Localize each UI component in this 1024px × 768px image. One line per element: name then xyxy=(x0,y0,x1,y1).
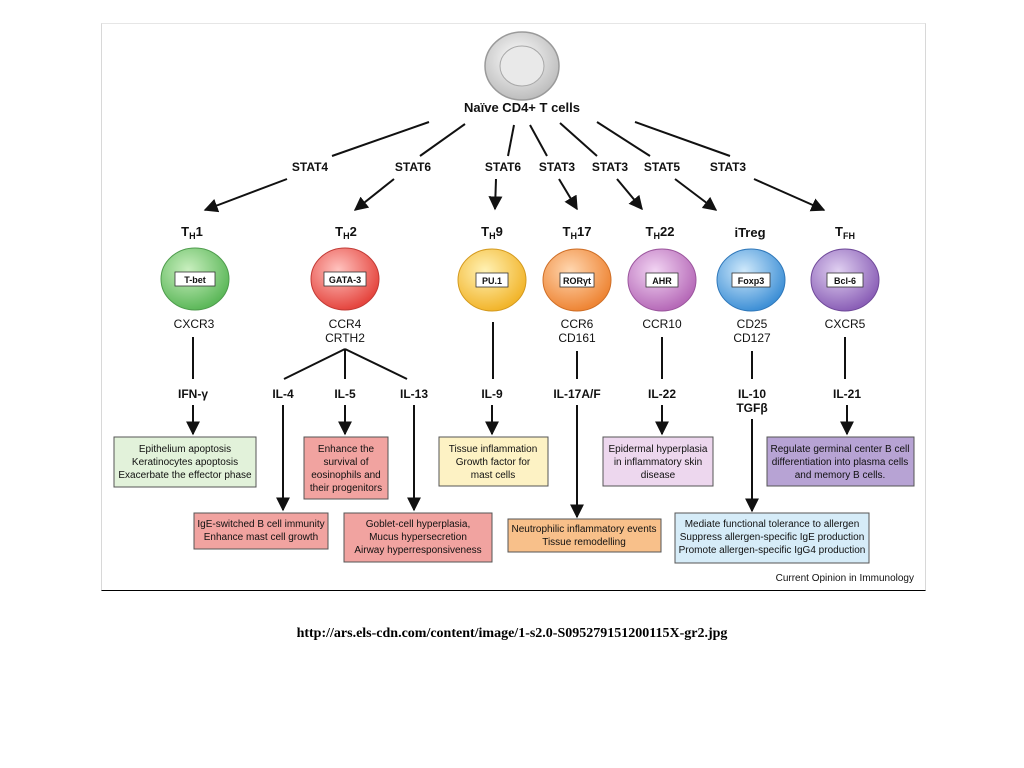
tf-tfh: Bcl-6 xyxy=(834,276,856,286)
journal-credit: Current Opinion in Immunology xyxy=(776,573,914,584)
marker-itreg-2: CD127 xyxy=(733,331,771,345)
effect-box-il4: IgE-switched B cell immunity Enhance mas… xyxy=(193,512,329,550)
cell-names: TH1 TH2 TH9 TH17 TH22 iTreg TFH xyxy=(181,224,855,241)
effect-line: Enhance mast cell growth xyxy=(204,532,319,543)
effect-line: Epidermal hyperplasia xyxy=(609,444,708,455)
effect-line: differentiation into plasma cells xyxy=(772,457,909,468)
effect-line: Mediate functional tolerance to allergen xyxy=(685,519,860,530)
stat-label-th2: STAT6 xyxy=(395,160,432,174)
marker-itreg-1: CD25 xyxy=(737,317,768,331)
effect-line: Promote allergen-specific IgG4 productio… xyxy=(679,545,866,556)
effect-box-th1: Epithelium apoptosis Keratinocytes apopt… xyxy=(113,436,257,488)
effect-line: Tissue remodelling xyxy=(542,537,626,548)
effect-box-il13: Goblet-cell hyperplasia, Mucus hypersecr… xyxy=(343,512,493,563)
effect-box-il5: Enhance the survival of eosinophils and … xyxy=(303,436,389,500)
effect-line: survival of xyxy=(323,457,368,468)
effect-line: in inflammatory skin xyxy=(614,457,702,468)
cell-th22: AHR xyxy=(627,248,697,312)
tf-itreg: Foxp3 xyxy=(738,276,765,286)
cell-name-th17: TH17 xyxy=(563,224,592,241)
stat-label-th22: STAT3 xyxy=(592,160,629,174)
cell-name-th9: TH9 xyxy=(481,224,503,241)
naive-cell-label: Naïve CD4+ T cells xyxy=(464,100,580,115)
effect-line: Regulate germinal center B cell xyxy=(771,444,910,455)
cell-name-tfh: TFH xyxy=(835,224,855,241)
marker-th2-1: CCR4 xyxy=(329,317,362,331)
figure-panel: Naïve CD4+ T cells STAT4 STAT6 STAT6 STA… xyxy=(101,23,926,591)
stat-label-th17: STAT3 xyxy=(539,160,576,174)
marker-th1: CXCR3 xyxy=(174,317,215,331)
effect-line: disease xyxy=(641,470,676,481)
effect-box-th9: Tissue inflammation Growth factor for ma… xyxy=(438,436,549,487)
cytokine-il5: IL-5 xyxy=(334,387,356,401)
naive-cell xyxy=(484,31,560,101)
cell-th17: RORγt xyxy=(542,248,612,312)
marker-th17-2: CD161 xyxy=(558,331,596,345)
cell-tfh: Bcl-6 xyxy=(810,248,880,312)
effect-box-th22: Epidermal hyperplasia in inflammatory sk… xyxy=(602,436,714,487)
cell-th1: T-bet xyxy=(160,247,230,311)
cytokine-labels: IFN-γ IL-4 IL-5 IL-13 IL-9 IL-17A/F IL-2… xyxy=(178,387,861,415)
tf-th9: PU.1 xyxy=(482,276,502,286)
stat-label-itreg: STAT5 xyxy=(644,160,681,174)
marker-th2-2: CRTH2 xyxy=(325,331,365,345)
effect-line: Airway hyperresponsiveness xyxy=(354,545,481,556)
effect-line: IgE-switched B cell immunity xyxy=(197,519,324,530)
cytokine-connectors xyxy=(192,322,846,380)
surface-markers: CXCR3 CCR4 CRTH2 CCR6 CD161 CCR10 CD25 C… xyxy=(174,317,866,345)
cytokine-il21: IL-21 xyxy=(833,387,861,401)
cytokine-il22: IL-22 xyxy=(648,387,676,401)
cytokine-il10: IL-10 xyxy=(738,387,766,401)
effect-line: Enhance the xyxy=(318,444,375,455)
cell-name-th1: TH1 xyxy=(181,224,203,241)
effect-line: Goblet-cell hyperplasia, xyxy=(366,519,471,530)
cytokine-il9: IL-9 xyxy=(481,387,503,401)
effect-box-th17: Neutrophilic inflammatory events Tissue … xyxy=(507,518,662,553)
effect-line: Tissue inflammation xyxy=(449,444,538,455)
cytokine-il17: IL-17A/F xyxy=(553,387,600,401)
effect-line: their progenitors xyxy=(310,483,382,494)
stat-label-tfh: STAT3 xyxy=(710,160,747,174)
marker-th22: CCR10 xyxy=(642,317,682,331)
effect-box-tfh: Regulate germinal center B cell differen… xyxy=(766,436,915,487)
stat-arrows xyxy=(203,178,826,213)
root-branches xyxy=(331,121,731,157)
stat-labels: STAT4 STAT6 STAT6 STAT3 STAT3 STAT5 STAT… xyxy=(292,160,747,174)
diagram-canvas: Naïve CD4+ T cells STAT4 STAT6 STAT6 STA… xyxy=(113,31,915,584)
effect-line: Keratinocytes apoptosis xyxy=(132,457,238,468)
effect-box-treg: Mediate functional tolerance to allergen… xyxy=(674,512,870,564)
effect-line: Growth factor for xyxy=(456,457,531,468)
effect-line: and memory B cells. xyxy=(795,470,886,481)
effect-line: mast cells xyxy=(471,470,515,481)
cell-name-th2: TH2 xyxy=(335,224,357,241)
tf-th17: RORγt xyxy=(563,276,591,286)
cell-th2: GATA-3 xyxy=(310,247,380,311)
effect-arrows xyxy=(186,405,854,519)
tf-th1: T-bet xyxy=(184,275,206,285)
tf-th2: GATA-3 xyxy=(329,275,361,285)
effect-line: Suppress allergen-specific IgE productio… xyxy=(680,532,865,543)
cell-itreg: Foxp3 xyxy=(716,248,786,312)
stat-label-th1: STAT4 xyxy=(292,160,329,174)
image-url[interactable]: http://ars.els-cdn.com/content/image/1-s… xyxy=(296,626,728,641)
cytokine-il4: IL-4 xyxy=(272,387,294,401)
cytokine-tgfb: TGFβ xyxy=(736,401,767,415)
marker-tfh: CXCR5 xyxy=(825,317,866,331)
stat-label-th9: STAT6 xyxy=(485,160,522,174)
marker-th17-1: CCR6 xyxy=(561,317,594,331)
cell-name-itreg: iTreg xyxy=(734,225,765,240)
effect-line: Neutrophilic inflammatory events xyxy=(511,524,656,535)
cytokine-ifng: IFN-γ xyxy=(178,387,208,401)
effect-line: eosinophils and xyxy=(311,470,381,481)
cell-th9: PU.1 xyxy=(457,248,527,312)
effect-line: Exacerbate the effector phase xyxy=(118,470,252,481)
effect-line: Mucus hypersecretion xyxy=(369,532,467,543)
cell-name-th22: TH22 xyxy=(646,224,675,241)
effect-line: Epithelium apoptosis xyxy=(139,444,231,455)
cytokine-il13: IL-13 xyxy=(400,387,428,401)
tf-th22: AHR xyxy=(652,276,672,286)
